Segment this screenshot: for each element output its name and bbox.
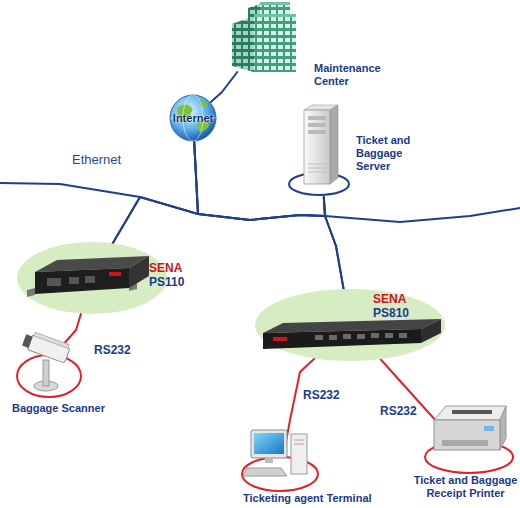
printer-icon bbox=[424, 440, 514, 474]
network-link bbox=[211, 72, 237, 102]
terminal-icon bbox=[241, 456, 319, 492]
model-label: PS110 bbox=[149, 276, 193, 289]
device-node: Ticketing agent Terminal bbox=[241, 456, 319, 492]
bus-tail bbox=[325, 208, 520, 222]
internet-cloud: Internet bbox=[169, 94, 217, 142]
device-node: Ticket and Baggage Receipt Printer bbox=[424, 440, 514, 474]
node-label: Internet bbox=[161, 112, 225, 125]
link-label: RS232 bbox=[380, 404, 417, 418]
network-link bbox=[324, 197, 344, 289]
device-node: Baggage Scanner bbox=[16, 354, 82, 398]
outline-ellipse bbox=[17, 355, 81, 397]
bus-tail bbox=[0, 183, 140, 197]
device-server-icon bbox=[255, 289, 445, 361]
building-icon bbox=[228, 2, 300, 72]
server-node: Ticket and Baggage Server bbox=[288, 104, 354, 197]
outline-ellipse bbox=[17, 242, 167, 314]
node-label: Ticket and Baggage Server bbox=[356, 134, 420, 173]
device-server-node: SENAPS810 bbox=[255, 289, 445, 361]
building-node: Maintenance Center bbox=[228, 2, 300, 72]
node-label: Ticket and Baggage Receipt Printer bbox=[411, 474, 520, 500]
scanner-icon bbox=[16, 354, 82, 398]
device-server-icon bbox=[17, 242, 167, 314]
server-icon bbox=[288, 104, 354, 197]
node-label: Baggage Scanner bbox=[12, 402, 132, 415]
network-link bbox=[113, 197, 325, 243]
model-label: PS810 bbox=[373, 307, 417, 320]
network-label: Ethernet bbox=[72, 152, 121, 167]
brand-label: SENA bbox=[149, 262, 189, 275]
node-label: Ticketing agent Terminal bbox=[243, 492, 393, 505]
device-server-node: SENAPS110 bbox=[17, 242, 167, 314]
node-label: Maintenance Center bbox=[314, 62, 398, 88]
network-link bbox=[113, 142, 198, 243]
brand-label: SENA bbox=[373, 293, 413, 306]
outline-ellipse bbox=[255, 289, 445, 361]
link-label: RS232 bbox=[94, 343, 131, 357]
link-label: RS232 bbox=[303, 388, 340, 402]
